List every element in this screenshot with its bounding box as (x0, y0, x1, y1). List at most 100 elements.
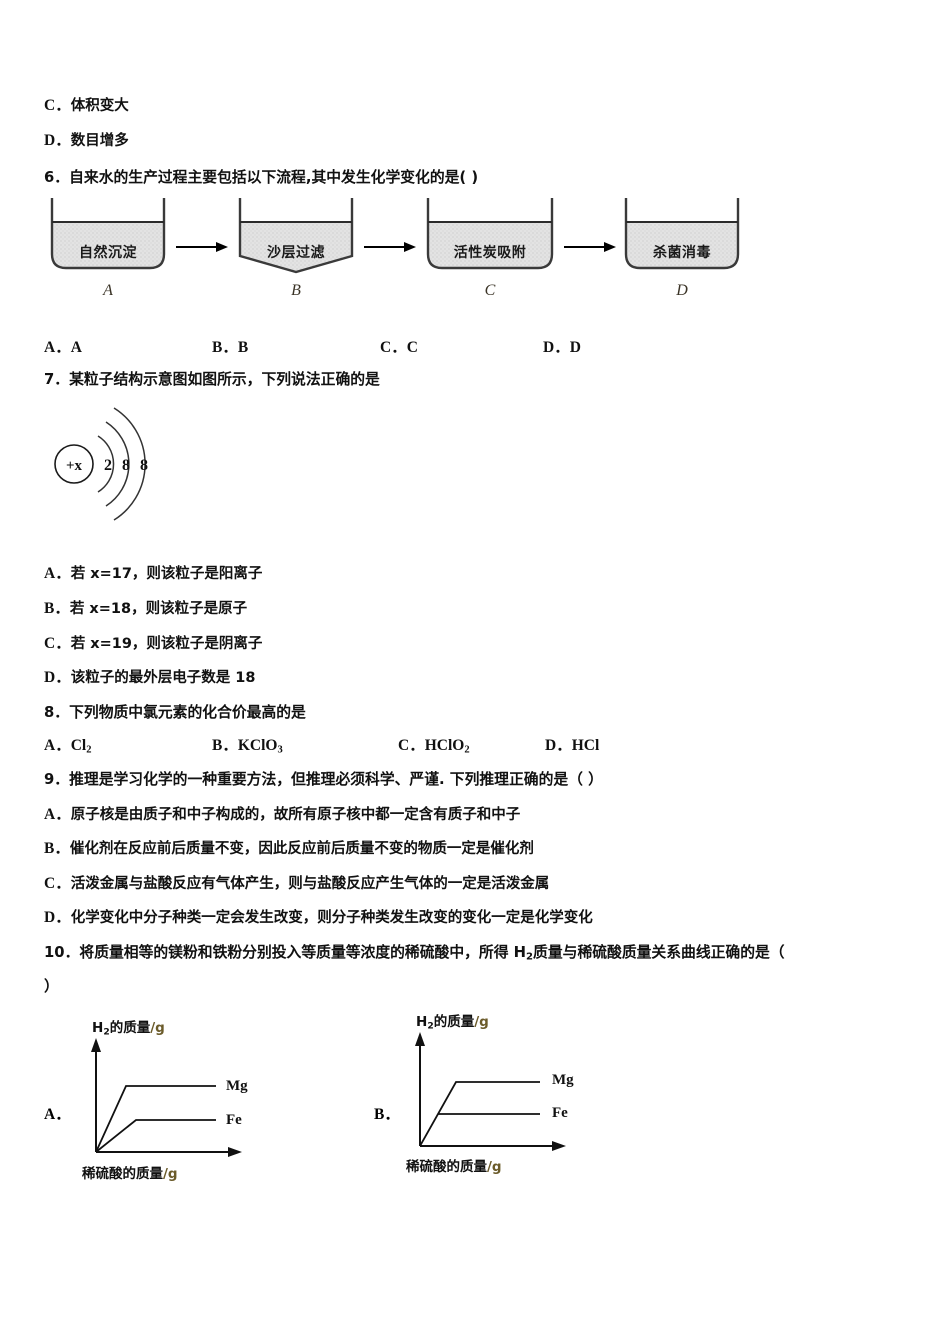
nucleus-charge-label: +x (66, 458, 83, 474)
graph-b-series-fe-label: Fe (552, 1105, 568, 1121)
q6-number: 6． (44, 169, 70, 186)
flow-step-d-label: 杀菌消毒 (653, 245, 711, 261)
flow-step-a-id: A (103, 282, 113, 299)
q6-option-c-text: C (406, 339, 418, 356)
q10-option-b-letter: B． (374, 1106, 400, 1123)
q9-option-b-text: 催化剂在反应前后质量不变，因此反应前后质量不变的物质一定是催化剂 (69, 841, 534, 857)
q10-number: 10． (44, 944, 80, 961)
q6-option-d-letter: D． (543, 339, 570, 356)
q9-option-c-letter: C． (44, 875, 71, 892)
q10-option-a-letter: A． (44, 1106, 71, 1123)
q7-option-b-text: 若 x=18，则该粒子是原子 (69, 601, 248, 617)
q9-option-b-letter: B． (44, 840, 70, 857)
q6-stem: 6．自来水的生产过程主要包括以下流程,其中发生化学变化的是( ) (44, 170, 478, 186)
q7-option-c-letter: C． (44, 635, 71, 652)
q7-option-a-text: 若 x=17，则该粒子是阳离子 (70, 566, 263, 582)
electron-shell-icon: +x 2 8 8 (54, 407, 148, 521)
q8-option-a-formula: Cl (70, 737, 87, 754)
graph-a-ylabel-sub: 2 (103, 1026, 110, 1038)
particle-structure-diagram: +x 2 8 8 (48, 400, 238, 530)
q8-option-d-formula: HCl (571, 737, 600, 754)
graph-b-ylabel-sub: 2 (427, 1020, 434, 1032)
q8-number: 8． (44, 704, 70, 721)
q9-option-d-letter: D． (44, 909, 71, 926)
flow-step-c: 活性炭吸附 C (424, 196, 556, 299)
q6-option-d: D．D (543, 340, 581, 356)
q9-stem: 9．推理是学习化学的一种重要方法，但推理必须科学、严谨. 下列推理正确的是（ ） (44, 772, 603, 788)
graph-a-ylabel-main: H (92, 1020, 104, 1036)
beaker-icon (624, 198, 740, 270)
q8-option-b-letter: B． (212, 737, 238, 754)
q10-stem-text-part3: ） (44, 978, 59, 995)
q5-option-c: C．体积变大 (44, 98, 129, 114)
q10-stem-text-part1: 将质量相等的镁粉和铁粉分别投入等质量等浓度的稀硫酸中，所得 H (79, 944, 527, 961)
graph-b-ylabel-main: H (416, 1014, 428, 1030)
graph-a-x-axis-title: 稀硫酸的质量/g (82, 1162, 178, 1182)
flow-step-b-id: B (291, 282, 301, 299)
q8-option-c-subscript: 2 (464, 744, 470, 756)
q9-option-b: B．催化剂在反应前后质量不变，因此反应前后质量不变的物质一定是催化剂 (44, 841, 534, 857)
arrow-right-icon (364, 242, 416, 252)
graph-a-xlabel-unit: /g (163, 1166, 178, 1182)
q6-stem-text: 自来水的生产过程主要包括以下流程,其中发生化学变化的是( ) (69, 169, 479, 186)
q8-option-d: D．HCl (545, 738, 599, 754)
q7-option-b: B．若 x=18，则该粒子是原子 (44, 601, 247, 617)
q9-option-a-letter: A． (44, 806, 71, 823)
q8-option-b-subscript: 3 (277, 744, 283, 756)
q8-option-b-formula: KClO (237, 737, 278, 754)
graph-b-ylabel-unit: /g (474, 1014, 489, 1030)
flow-step-b-label: 沙层过滤 (267, 245, 325, 261)
q7-option-d-text: 该粒子的最外层电子数是 18 (70, 670, 256, 686)
beaker-icon (426, 198, 554, 270)
q7-option-d-letter: D． (44, 669, 71, 686)
q8-option-c-formula: HClO (424, 737, 465, 754)
graph-a-plot (91, 1038, 242, 1157)
funnel-icon (238, 198, 354, 274)
graph-b-series-mg-label: Mg (552, 1072, 574, 1088)
graph-b-xlabel-unit: /g (487, 1159, 502, 1175)
graph-b-xlabel-main: 稀硫酸的质量 (406, 1159, 487, 1175)
q7-stem: 7．某粒子结构示意图如图所示，下列说法正确的是 (44, 372, 380, 388)
q6-option-b-letter: B． (212, 339, 238, 356)
arrow-right-icon (564, 242, 616, 252)
q9-option-d-text: 化学变化中分子种类一定会发生改变，则分子种类发生改变的变化一定是化学变化 (70, 910, 593, 926)
q10-option-a-graph: A． H2的质量/g Mg Fe 稀硫酸的质量/g (44, 1010, 344, 1185)
graph-b-plot (415, 1032, 566, 1151)
shell-count-3: 8 (140, 457, 148, 474)
q5-option-d: D．数目增多 (44, 133, 129, 149)
q10-option-b-graph: B． H2的质量/g Mg Fe 稀硫酸的质量/g (374, 1010, 674, 1185)
q8-stem: 8．下列物质中氯元素的化合价最高的是 (44, 705, 306, 721)
q7-option-c: C．若 x=19，则该粒子是阴离子 (44, 636, 262, 652)
q7-option-b-letter: B． (44, 600, 70, 617)
flow-step-c-id: C (484, 282, 496, 299)
q7-stem-text: 某粒子结构示意图如图所示，下列说法正确的是 (69, 371, 380, 388)
q5-option-d-letter: D． (44, 132, 71, 149)
q8-option-a-subscript: 2 (86, 744, 92, 756)
q10-stem-subscript: 2 (526, 951, 534, 963)
q8-option-c: C．HClO2 (398, 738, 470, 756)
water-treatment-flow-diagram: 自然沉淀 A 沙层 (48, 196, 740, 311)
q6-option-a-letter: A． (44, 339, 71, 356)
q8-option-b: B．KClO3 (212, 738, 283, 756)
graph-a-y-axis-title: H2的质量/g (92, 1016, 165, 1037)
q9-number: 9． (44, 771, 70, 788)
q10-stem-text-part2: 质量与稀硫酸质量关系曲线正确的是（ (533, 944, 785, 961)
q9-option-c-text: 活泼金属与盐酸反应有气体产生，则与盐酸反应产生气体的一定是活泼金属 (70, 876, 550, 892)
arrow-right-icon (176, 242, 228, 252)
q8-stem-text: 下列物质中氯元素的化合价最高的是 (69, 704, 306, 721)
flow-step-a: 自然沉淀 A (48, 196, 168, 299)
graph-a-ylabel-rest: 的质量 (109, 1020, 151, 1036)
q6-option-a-text: A (70, 339, 82, 356)
q7-option-a-letter: A． (44, 565, 71, 582)
q8-option-a: A．Cl2 (44, 738, 91, 756)
shell-count-1: 2 (104, 457, 112, 474)
graph-b-ylabel-rest: 的质量 (433, 1014, 475, 1030)
graph-a-series-mg-label: Mg (226, 1078, 248, 1094)
q6-option-b: B．B (212, 340, 248, 356)
q8-option-a-letter: A． (44, 737, 71, 754)
q6-option-c-letter: C． (380, 339, 407, 356)
q6-option-a: A．A (44, 340, 82, 356)
flow-arrow-3 (564, 240, 616, 254)
beaker-icon (50, 198, 166, 270)
